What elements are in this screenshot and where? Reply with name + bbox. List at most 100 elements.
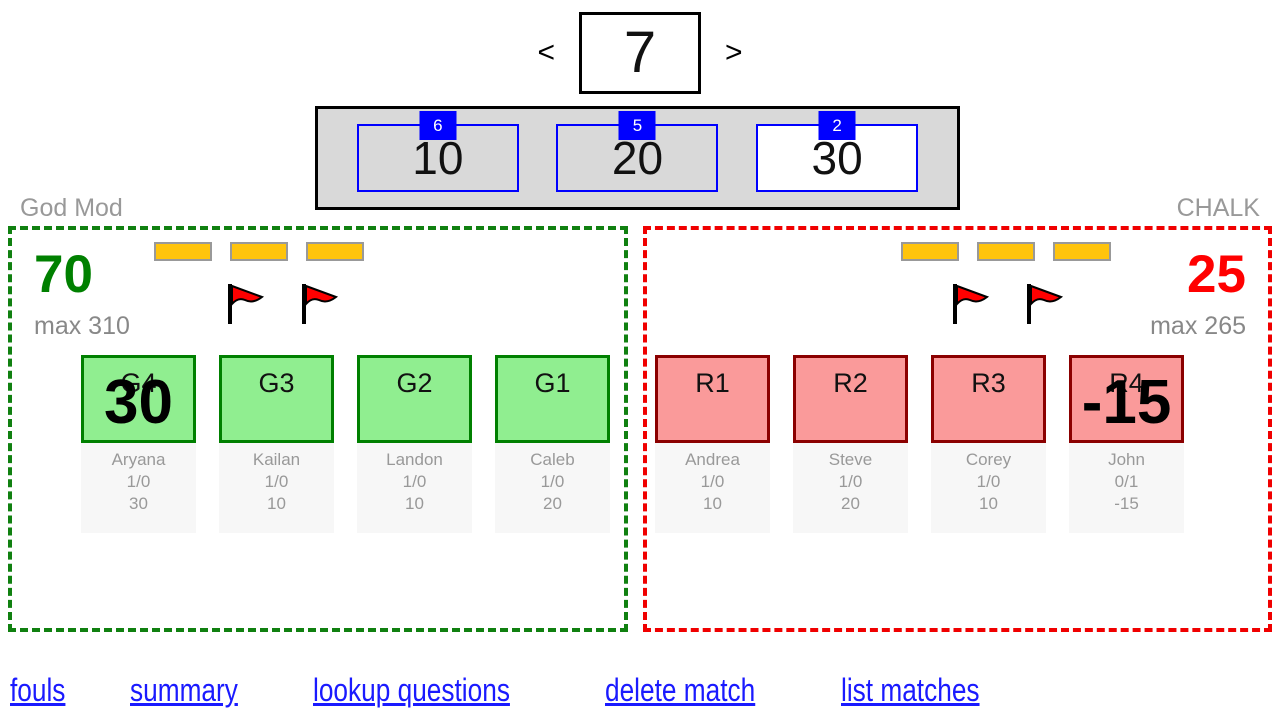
player-slot: G2 Landon 1/0 10 [357,355,472,533]
player-info: Corey 1/0 10 [931,443,1046,533]
player-card[interactable]: G1 [495,355,610,443]
player-slot-label: R4 [1109,368,1144,398]
right-team-panel: 25 max 265 R1 Andrea [643,226,1272,632]
player-slot-label: R3 [971,368,1006,398]
player-info: John 0/1 -15 [1069,443,1184,533]
question-badge[interactable]: 6 [419,111,457,140]
player-info: Kailan 1/0 10 [219,443,334,533]
current-round-box[interactable]: 7 [579,12,701,94]
left-team-max-score: max 310 [34,312,130,340]
right-yellow-cards [901,242,1111,261]
question-value: 30 [811,132,863,184]
player-record: 1/0 [976,472,1001,491]
player-record: 1/0 [402,472,427,491]
player-name: Aryana [111,450,166,469]
question-value: 20 [611,132,664,184]
player-slot: R4 -15 John 0/1 -15 [1069,355,1184,533]
question-badge[interactable]: 2 [818,111,856,140]
player-points: 20 [543,494,562,513]
player-record: 1/0 [700,472,725,491]
player-record: 1/0 [540,472,565,491]
player-slot: G4 30 Aryana 1/0 30 [81,355,196,533]
player-card[interactable]: G2 [357,355,472,443]
link-fouls[interactable]: fouls [10,672,66,708]
footer-links: fouls summary lookup questions delete ma… [10,672,1009,709]
player-info: Andrea 1/0 10 [655,443,770,533]
player-name: Corey [965,450,1012,469]
player-name: Kailan [252,450,301,469]
link-delete-match[interactable]: delete match [605,672,756,708]
question-cell: 20 5 [556,111,719,192]
red-flag-icon[interactable] [296,280,342,326]
red-flag-icon[interactable] [947,280,993,326]
link-list-matches[interactable]: list matches [840,672,980,708]
player-card[interactable]: G4 30 [81,355,196,443]
right-team-max-score: max 265 [1150,312,1246,340]
player-record: 1/0 [264,472,289,491]
right-team-name: CHALK [1176,194,1260,222]
player-slot-label: G1 [534,368,571,398]
player-name: Landon [386,450,443,469]
player-slot: G1 Caleb 1/0 20 [495,355,610,533]
yellow-card-icon[interactable] [306,242,364,261]
player-card[interactable]: R4 -15 [1069,355,1184,443]
player-slot-label: G3 [258,368,295,398]
next-round-button[interactable]: > [725,36,743,69]
right-team-players: R1 Andrea 1/0 10 R2 Steve 1/0 20 [647,355,1268,533]
question-value: 10 [412,132,464,184]
player-points: -15 [1114,494,1139,513]
left-flags [222,280,342,326]
question-badge[interactable]: 5 [618,111,656,140]
prev-round-button[interactable]: < [537,36,555,69]
player-slot: R3 Corey 1/0 10 [931,355,1046,533]
player-info: Aryana 1/0 30 [81,443,196,533]
player-name: Caleb [530,450,575,469]
left-team-score: 70 [34,245,93,304]
player-info: Landon 1/0 10 [357,443,472,533]
player-name: John [1108,450,1145,469]
yellow-card-icon[interactable] [230,242,288,261]
yellow-card-icon[interactable] [154,242,212,261]
left-yellow-cards [154,242,364,261]
player-card[interactable]: R2 [793,355,908,443]
left-team-players: G4 30 Aryana 1/0 30 G3 Kailan 1/0 10 [12,355,624,533]
player-record: 1/0 [838,472,863,491]
player-record: 1/0 [126,472,151,491]
player-slot-label: G4 [120,368,157,398]
player-slot: R2 Steve 1/0 20 [793,355,908,533]
player-slot-label: R1 [695,368,730,398]
red-flag-icon[interactable] [222,280,268,326]
link-summary[interactable]: summary [129,672,238,708]
right-flags [947,280,1067,326]
player-card[interactable]: G3 [219,355,334,443]
player-slot-label: R2 [833,368,868,398]
current-round-value: 7 [623,20,657,85]
player-points: 10 [405,494,424,513]
question-strip: 10 6 20 5 30 2 [315,106,960,210]
red-flag-icon[interactable] [1021,280,1067,326]
player-record: 0/1 [1114,472,1139,491]
player-points: 20 [841,494,860,513]
player-name: Andrea [685,450,740,469]
player-info: Caleb 1/0 20 [495,443,610,533]
player-slot: G3 Kailan 1/0 10 [219,355,334,533]
player-points: 10 [267,494,286,513]
left-team-panel: 70 max 310 G4 30 Ar [8,226,628,632]
player-card[interactable]: R3 [931,355,1046,443]
yellow-card-icon[interactable] [977,242,1035,261]
round-navigator: < 7 > [0,12,1280,94]
player-points: 30 [129,494,148,513]
player-card[interactable]: R1 [655,355,770,443]
player-slot: R1 Andrea 1/0 10 [655,355,770,533]
link-lookup-questions[interactable]: lookup questions [313,672,511,708]
player-info: Steve 1/0 20 [793,443,908,533]
player-slot-label: G2 [396,368,433,398]
player-points: 10 [979,494,998,513]
yellow-card-icon[interactable] [1053,242,1111,261]
yellow-card-icon[interactable] [901,242,959,261]
question-cell: 10 6 [356,111,519,192]
left-team-name: God Mod [20,194,123,222]
right-team-score: 25 [1187,245,1246,304]
player-name: Steve [828,450,873,469]
